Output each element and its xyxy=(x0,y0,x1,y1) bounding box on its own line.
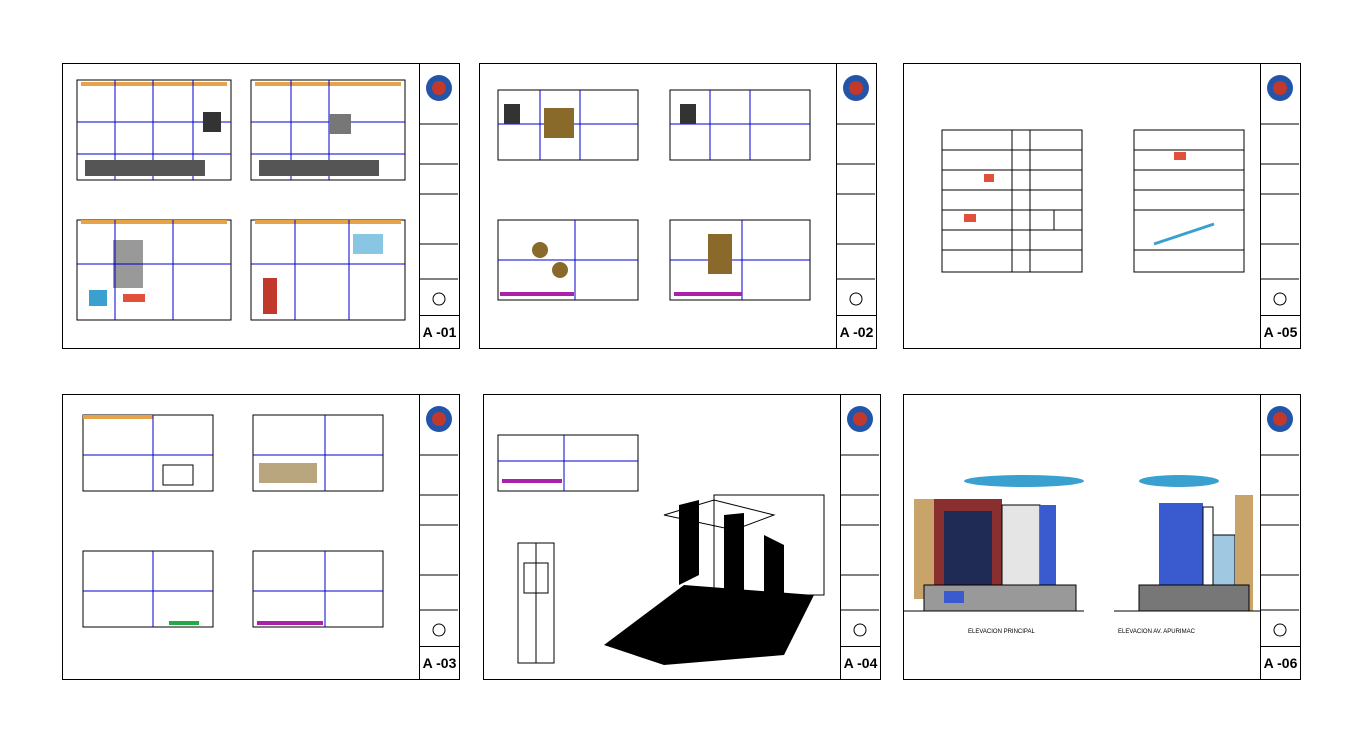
north-arrow-icon xyxy=(853,623,867,637)
sheet-a06[interactable]: ELEVACION PRINCIPAL ELEVACION AV. APURIM… xyxy=(903,394,1301,680)
title-block-drawing xyxy=(420,75,458,306)
sheet-a04[interactable]: A -04 xyxy=(483,394,881,680)
plan-tenth-floor xyxy=(252,550,384,628)
floor-plans-drawing xyxy=(497,89,811,301)
sheet-a03[interactable]: A -03 xyxy=(62,394,460,680)
title-block: A -05 xyxy=(1260,64,1300,348)
floor-plans-drawing xyxy=(76,79,406,321)
north-arrow-icon xyxy=(1273,292,1287,306)
plan-ninth-floor xyxy=(82,550,214,628)
title-block: A -02 xyxy=(836,64,876,348)
plan-third-floor xyxy=(497,89,639,161)
plan-basement xyxy=(250,79,406,181)
sheet-code: A -05 xyxy=(1261,315,1300,348)
title-block: A -06 xyxy=(1260,395,1300,679)
floor-plans-drawing xyxy=(82,414,384,628)
title-block: A -04 xyxy=(840,395,880,679)
sheet-code: A -04 xyxy=(841,646,880,679)
title-block-drawing xyxy=(420,406,458,637)
elevator-section xyxy=(517,542,555,664)
elevation-main-title: ELEVACION PRINCIPAL xyxy=(968,629,1035,635)
plan-fifth-floor xyxy=(497,219,639,301)
roof-plan xyxy=(497,434,639,492)
sheet-code: A -06 xyxy=(1261,646,1300,679)
isometric-view xyxy=(604,494,825,665)
plan-first-floor xyxy=(76,219,232,321)
sheet-code: A -03 xyxy=(420,646,459,679)
north-arrow-icon xyxy=(432,292,446,306)
title-block-drawing xyxy=(1261,406,1299,637)
plan-sixth-floor xyxy=(669,219,811,301)
sheet-a01[interactable]: A -01 xyxy=(62,63,460,349)
title-block-drawing xyxy=(1261,75,1299,306)
title-block-drawing xyxy=(841,406,879,637)
section-a xyxy=(941,129,1083,273)
plan-fourth-floor xyxy=(669,89,811,161)
sheet-code: A -02 xyxy=(837,315,876,348)
sheet-a02[interactable]: A -02 xyxy=(479,63,877,349)
elevations-drawing: ELEVACION PRINCIPAL ELEVACION AV. APURIM… xyxy=(904,475,1260,635)
sky-clouds xyxy=(964,475,1219,487)
section-b xyxy=(1133,129,1245,273)
title-block: A -03 xyxy=(419,395,459,679)
sections-drawing xyxy=(941,129,1245,273)
roof-and-isometric-drawing xyxy=(497,434,825,665)
plan-eighth-floor xyxy=(252,414,384,492)
sheet-a05[interactable]: A -05 xyxy=(903,63,1301,349)
north-arrow-icon xyxy=(849,292,863,306)
north-arrow-icon xyxy=(432,623,446,637)
plan-seventh-floor xyxy=(82,414,214,492)
elevation-main xyxy=(904,499,1084,612)
plan-second-floor xyxy=(250,219,406,321)
elevation-side-title: ELEVACION AV. APURIMAC xyxy=(1118,629,1196,635)
title-block-drawing xyxy=(837,75,875,306)
plan-ground xyxy=(76,79,232,181)
sheet-code: A -01 xyxy=(420,315,459,348)
elevation-side xyxy=(1114,495,1260,612)
title-block: A -01 xyxy=(419,64,459,348)
north-arrow-icon xyxy=(1273,623,1287,637)
